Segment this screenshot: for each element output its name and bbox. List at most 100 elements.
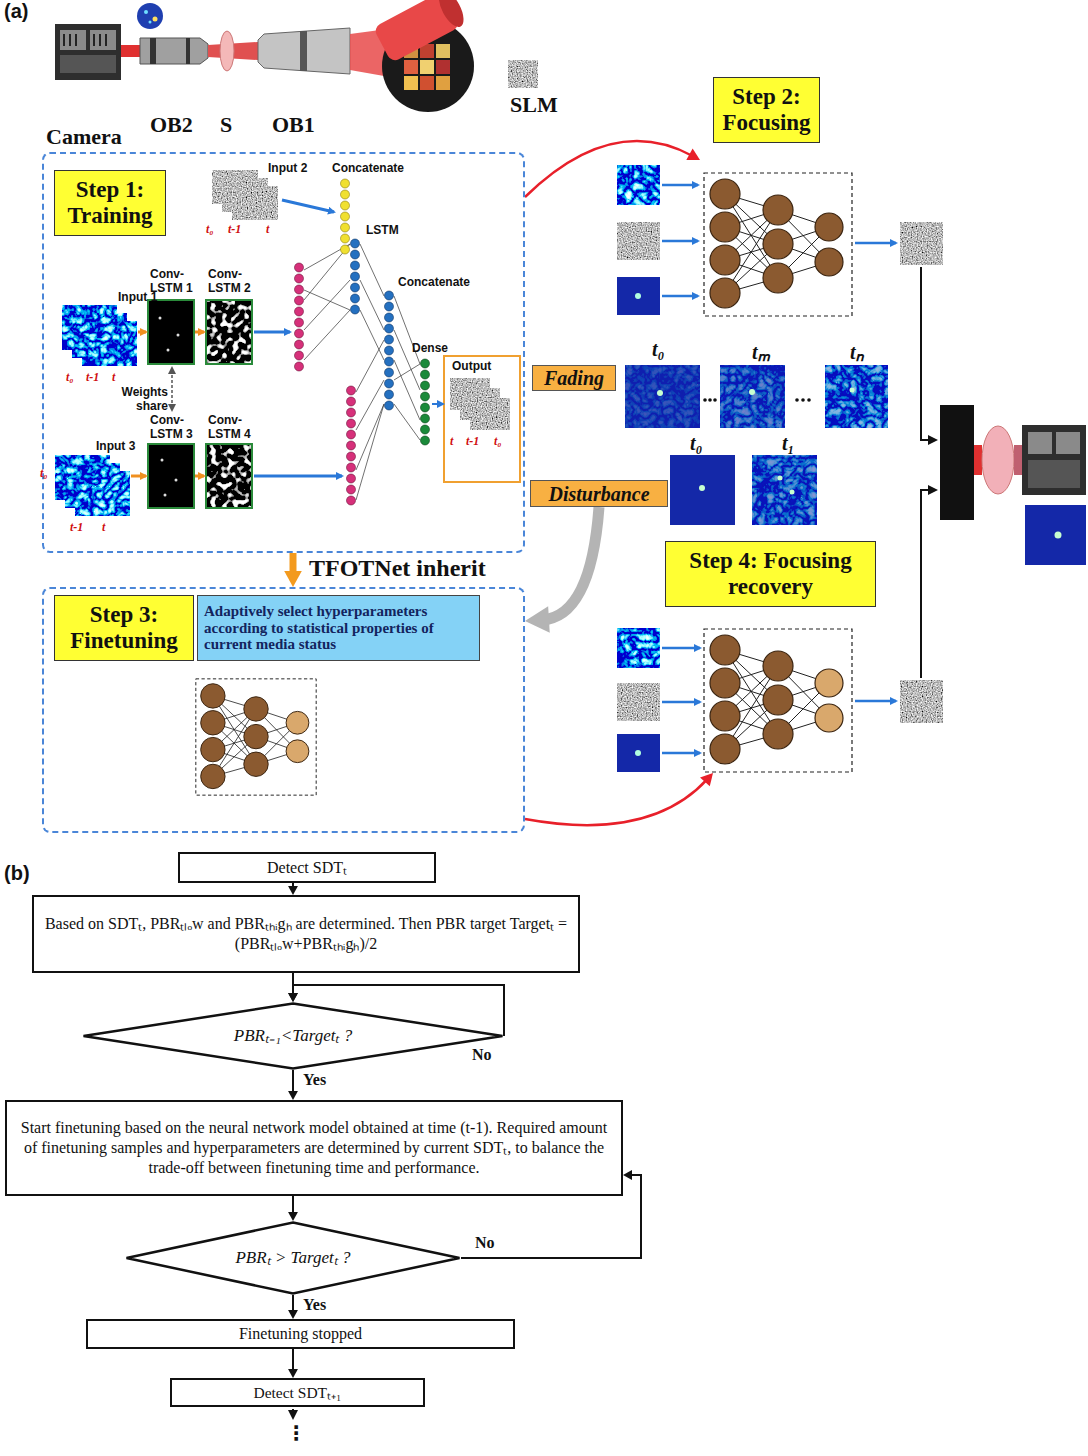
node-text: Detect SDTₜ₊₁ (253, 1383, 341, 1402)
text-label: t₀ (494, 434, 502, 449)
flow-continue (292, 1409, 294, 1418)
process-box: Start finetuning based on the neural net… (5, 1100, 623, 1196)
condition-tag: Disturbance (530, 480, 668, 507)
text-label: Conv-LSTM 1 (150, 268, 202, 296)
note-box: Adaptively select hyperparameters accord… (197, 595, 480, 661)
connector-line (292, 1070, 294, 1094)
text-label: Concatenate (398, 276, 470, 290)
text-label: ⋮ (286, 1421, 306, 1445)
training-network (55, 170, 520, 516)
decision-diamond: PBRₜ₋₁<Targetₜ ? (82, 1002, 504, 1070)
text-label: LSTM (366, 224, 399, 238)
connector (525, 773, 713, 825)
text-label: t (450, 434, 453, 449)
stage-label: Step 2: Focusing (700, 77, 855, 320)
text-label: Input 3 (96, 440, 135, 454)
node-text: PBRₜ > Targetₜ ? (189, 1248, 397, 1268)
text-label: t₁ (782, 432, 795, 455)
process-box: Finetuning stopped (86, 1319, 515, 1349)
arrow-head (288, 1369, 298, 1378)
stage-region: Step 3: FinetuningAdaptively select hype… (42, 587, 525, 833)
text-label: Weights share (108, 386, 168, 414)
text-label: Camera (46, 124, 122, 150)
text-label: OB2 (150, 112, 193, 138)
arrow-head (288, 1091, 298, 1100)
arrow-head (700, 773, 713, 786)
connector (288, 1070, 298, 1100)
text-label: Output (452, 360, 491, 374)
connector (288, 1349, 298, 1378)
arrow-head (288, 993, 298, 1002)
connector (525, 507, 599, 633)
text-label: Conv-LSTM 3 (150, 414, 202, 442)
edge-label: Yes (301, 1296, 328, 1314)
arrow-head (284, 571, 302, 587)
text-label: Dense (412, 342, 448, 356)
arrow-head (288, 886, 298, 895)
recovery-network (617, 490, 943, 772)
stage-title: Step 4: Focusing recovery (665, 541, 876, 607)
connector (288, 883, 298, 895)
text-label: t-1 (70, 520, 83, 535)
text-label: S (220, 112, 232, 138)
text-label: t-1 (228, 222, 241, 237)
edge-label: Yes (301, 1071, 328, 1089)
connector (525, 141, 700, 197)
node-text: Finetuning stopped (239, 1324, 362, 1344)
text-label: SLM (510, 92, 558, 118)
node-text: Fading (544, 367, 604, 389)
text-label: t₀ (690, 432, 703, 455)
optical-setup (55, 0, 538, 112)
arrow-head (288, 1310, 298, 1319)
decision-diamond: PBRₜ > Targetₜ ? (125, 1221, 461, 1295)
finetune-network (196, 679, 316, 795)
text-label: Conv-LSTM 2 (208, 268, 260, 296)
stage-label: Step 4: Focusing recovery (665, 541, 876, 773)
connector-line (542, 507, 599, 620)
arrow-head (288, 1212, 298, 1221)
process-box: Detect SDTₜ (178, 852, 436, 883)
connector-line (525, 141, 693, 197)
text-label: Concatenate (332, 162, 404, 176)
connector-line (525, 779, 707, 825)
node-text: Detect SDTₜ (267, 858, 347, 878)
text-label: (a) (4, 0, 28, 23)
node-text: Adaptively select hyperparameters accord… (204, 603, 473, 654)
process-box: Detect SDTₜ₊₁ (170, 1378, 425, 1407)
text-label: Input 2 (268, 162, 307, 176)
text-label: t-1 (86, 370, 99, 385)
node-text: Based on SDTₜ, PBRₜₗₒw and PBRₜₕᵢgₕ are … (42, 914, 570, 954)
connector (288, 1196, 298, 1221)
connector-line (292, 1349, 294, 1372)
text-label: t₀ (652, 338, 665, 361)
arrow-head (623, 1170, 632, 1180)
node-text: PBRₜ₋₁<Targetₜ ? (162, 1026, 424, 1046)
text-label: Conv-LSTM 4 (208, 414, 260, 442)
text-label: t₀ (206, 222, 214, 237)
text-label: t (266, 222, 269, 237)
text-label: (b) (4, 862, 30, 885)
text-label: OB1 (272, 112, 315, 138)
arrow-head (525, 606, 550, 632)
diamond-shape (84, 1004, 503, 1069)
text-label: t (102, 520, 105, 535)
text-label: tₙ (850, 338, 864, 365)
text-label: t₀ (66, 370, 74, 385)
process-box: Based on SDTₜ, PBRₜₗₒw and PBRₜₕᵢgₕ are … (32, 895, 580, 973)
text-label: tₘ (752, 338, 770, 365)
stage-title: Step 1: Training (54, 170, 166, 236)
stage-region: Step 1: Training (42, 152, 525, 553)
text-label: t-1 (466, 434, 479, 449)
edge-label: No (470, 1046, 494, 1064)
condition-tag: Fading (532, 365, 616, 391)
stage-title: Step 3: Finetuning (54, 595, 194, 661)
stage-title: Step 2: Focusing (713, 77, 820, 143)
connector (288, 1295, 298, 1319)
edge-label: No (473, 1234, 497, 1252)
node-text: Start finetuning based on the neural net… (15, 1118, 613, 1178)
connector (284, 553, 302, 587)
camera-setup (940, 405, 1086, 565)
text-label: t (112, 370, 115, 385)
node-text: Disturbance (548, 483, 649, 505)
